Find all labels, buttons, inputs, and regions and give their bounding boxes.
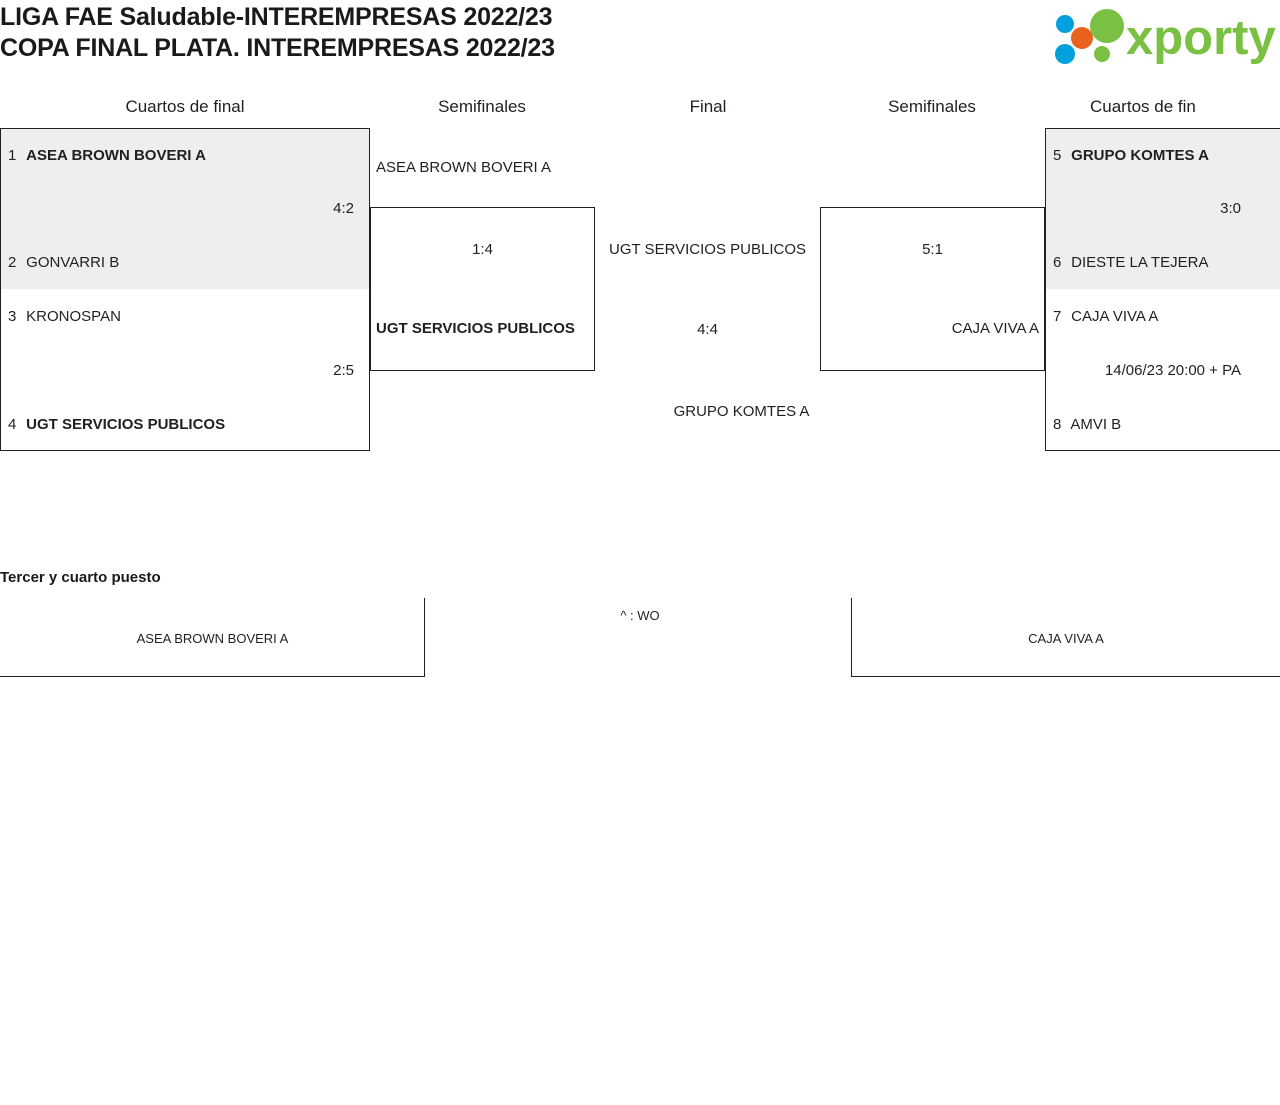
third-place-heading: Tercer y cuarto puesto bbox=[0, 569, 161, 586]
right-qf-1-slot-1-team: GRUPO KOMTES A bbox=[1071, 147, 1209, 164]
left-sf-slot-1-team: ASEA BROWN BOVERI A bbox=[376, 159, 552, 176]
left-sf-slot-2-team: UGT SERVICIOS PUBLICOS bbox=[376, 320, 575, 337]
match-box-left-semifinal[interactable] bbox=[370, 207, 595, 371]
left-qf-2-slot-2-seed: 4 bbox=[8, 416, 17, 433]
right-qf-2-slot-1-team: CAJA VIVA A bbox=[1071, 308, 1159, 325]
left-qf-2-slot-1[interactable]: 3 KRONOSPAN bbox=[8, 307, 121, 327]
left-sf-slot-2[interactable]: UGT SERVICIOS PUBLICOS bbox=[376, 319, 575, 339]
page-title: LIGA FAE Saludable-INTEREMPRESAS 2022/23… bbox=[0, 2, 1000, 64]
left-qf-1-slot-1[interactable]: 1 ASEA BROWN BOVERI A bbox=[8, 146, 206, 166]
left-qf-2-slot-1-seed: 3 bbox=[8, 308, 17, 325]
left-qf-2-slot-2-team: UGT SERVICIOS PUBLICOS bbox=[26, 416, 226, 433]
right-qf-1-slot-2-team: DIESTE LA TEJERA bbox=[1071, 254, 1209, 271]
left-qf-1-slot-2[interactable]: 2 GONVARRI B bbox=[8, 253, 119, 273]
right-sf-slot-2-team: CAJA VIVA A bbox=[951, 320, 1039, 337]
match-box-right-qf-2[interactable] bbox=[1045, 289, 1280, 451]
third-place-box-left[interactable] bbox=[0, 598, 425, 677]
right-qf-1-score: 3:0 bbox=[1220, 200, 1241, 217]
right-qf-1-slot-2-seed: 6 bbox=[1053, 254, 1062, 271]
final-slot-2[interactable]: GRUPO KOMTES A bbox=[595, 402, 888, 422]
right-qf-1-slot-1[interactable]: 5 GRUPO KOMTES A bbox=[1053, 146, 1209, 166]
round-header-final: Final bbox=[689, 97, 727, 116]
third-place-score: ^ : WO bbox=[620, 608, 660, 623]
right-qf-1-slot-2[interactable]: 6 DIESTE LA TEJERA bbox=[1053, 253, 1208, 273]
logo-dot-green-small bbox=[1094, 46, 1110, 62]
left-qf-1-slot-1-team: ASEA BROWN BOVERI A bbox=[26, 147, 206, 164]
left-qf-1-score: 4:2 bbox=[333, 200, 354, 217]
match-box-left-qf-2[interactable] bbox=[0, 289, 370, 451]
match-box-right-qf-1[interactable] bbox=[1045, 128, 1280, 290]
right-qf-2-slot-2-seed: 8 bbox=[1053, 416, 1062, 433]
right-sf-slot-2[interactable]: CAJA VIVA A bbox=[826, 319, 1039, 339]
third-place-box-right[interactable] bbox=[851, 598, 1280, 677]
page-title-line-2: COPA FINAL PLATA. INTEREMPRESAS 2022/23 bbox=[0, 34, 555, 62]
left-qf-1-slot-1-seed: 1 bbox=[8, 147, 17, 164]
round-header-left-quarterfinals: Cuartos de final bbox=[125, 97, 245, 116]
right-qf-2-score: 14/06/23 20:00 + PA bbox=[1104, 362, 1241, 379]
logo-wordmark: xporty bbox=[1126, 11, 1276, 65]
left-sf-score: 1:4 bbox=[472, 241, 493, 258]
final-slot-2-team: GRUPO KOMTES A bbox=[673, 403, 810, 420]
match-box-left-qf-1[interactable] bbox=[0, 128, 370, 290]
right-qf-2-slot-1[interactable]: 7 CAJA VIVA A bbox=[1053, 307, 1158, 327]
logo-dot-blue-bottom bbox=[1055, 44, 1075, 64]
left-qf-2-score: 2:5 bbox=[333, 362, 354, 379]
left-qf-2-slot-2[interactable]: 4 UGT SERVICIOS PUBLICOS bbox=[8, 415, 225, 435]
round-header-right-quarterfinals: Cuartos de fin bbox=[1090, 97, 1196, 116]
left-qf-2-slot-1-team: KRONOSPAN bbox=[26, 308, 121, 325]
match-box-right-semifinal[interactable] bbox=[820, 207, 1045, 371]
left-sf-slot-1[interactable]: ASEA BROWN BOVERI A bbox=[376, 158, 551, 178]
left-qf-1-slot-2-team: GONVARRI B bbox=[26, 254, 120, 271]
logo-dot-blue-top bbox=[1056, 15, 1074, 33]
final-score: 4:4 bbox=[697, 321, 718, 338]
right-qf-2-slot-2[interactable]: 8 AMVI B bbox=[1053, 415, 1121, 435]
page-title-line-1: LIGA FAE Saludable-INTEREMPRESAS 2022/23 bbox=[0, 3, 553, 31]
right-sf-score: 5:1 bbox=[922, 241, 943, 258]
round-header-right-semifinals: Semifinales bbox=[888, 97, 976, 116]
right-qf-2-slot-1-seed: 7 bbox=[1053, 308, 1062, 325]
round-header-left-semifinals: Semifinales bbox=[438, 97, 526, 116]
left-qf-1-slot-2-seed: 2 bbox=[8, 254, 17, 271]
logo-dot-green-large bbox=[1090, 9, 1124, 43]
right-qf-1-slot-1-seed: 5 bbox=[1053, 147, 1062, 164]
final-slot-1-team: UGT SERVICIOS PUBLICOS bbox=[609, 241, 806, 258]
final-slot-1[interactable]: UGT SERVICIOS PUBLICOS bbox=[595, 240, 820, 260]
right-qf-2-slot-2-team: AMVI B bbox=[1070, 416, 1122, 433]
third-place-left-team: ASEA BROWN BOVERI A bbox=[136, 631, 289, 646]
third-place-right-team: CAJA VIVA A bbox=[1028, 631, 1104, 646]
logo-dot-orange bbox=[1071, 27, 1093, 49]
xporty-logo: xporty bbox=[1044, 6, 1276, 68]
